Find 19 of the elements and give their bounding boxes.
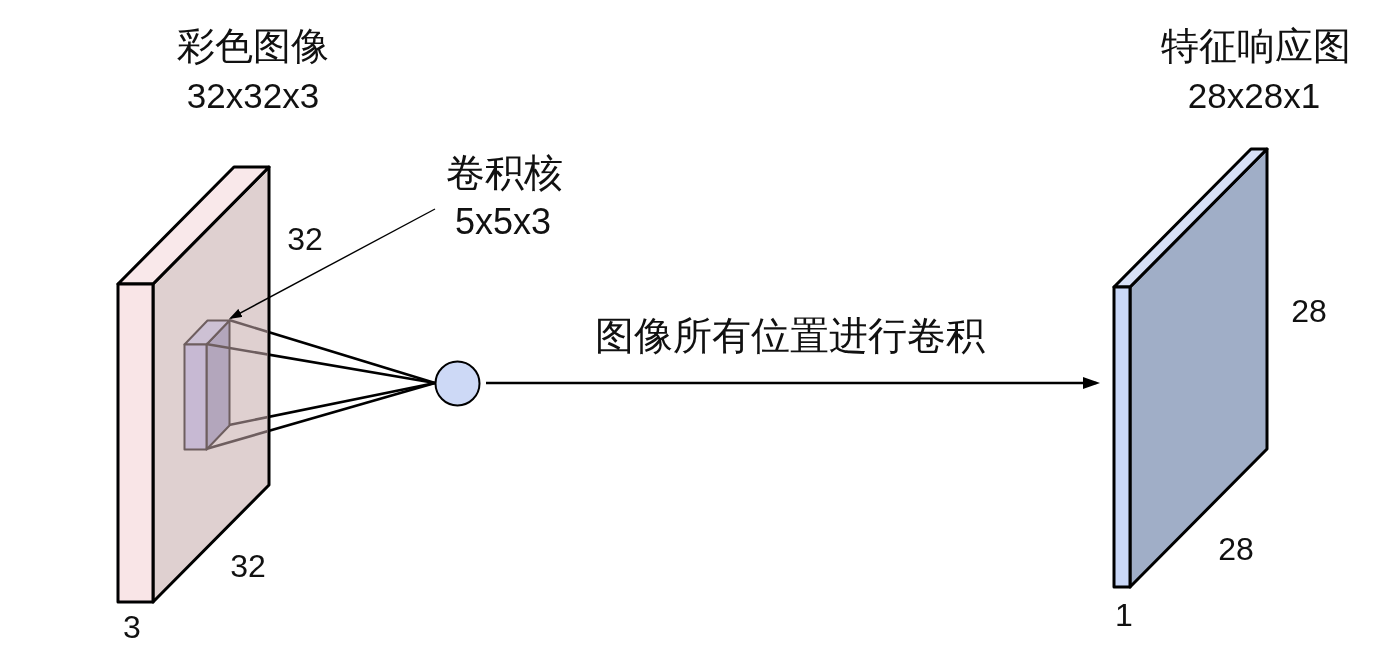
projection-line	[205, 381, 436, 451]
volume-title: 彩色图像	[177, 26, 329, 68]
arrow	[486, 377, 1100, 389]
projection-line	[228, 318, 436, 385]
dimension-label: 32	[230, 549, 266, 585]
dimension-label: 32	[287, 222, 323, 258]
dimension-label: 28	[1218, 532, 1254, 568]
dimension-label: 28	[1291, 294, 1327, 330]
kernel-title: 卷积核	[445, 151, 563, 195]
dimension-label: 3	[123, 610, 141, 645]
volume-size-label: 32x32x3	[186, 76, 320, 116]
dimension-label: 1	[1115, 598, 1133, 634]
kernel-size-label: 5x5x3	[454, 202, 552, 242]
neuron-circle	[433, 359, 481, 407]
feature-map-title: 特征响应图	[1161, 26, 1351, 68]
feature-map-size-label: 28x28x1	[1187, 76, 1321, 116]
leader-arrow	[229, 208, 436, 319]
kernel-cuboid	[182, 318, 231, 451]
projection-line	[205, 342, 436, 385]
